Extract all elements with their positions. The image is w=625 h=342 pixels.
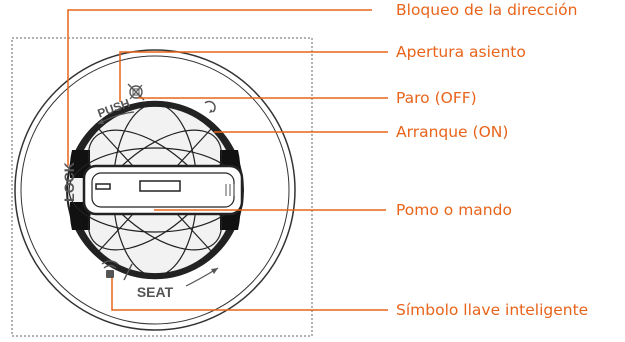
dotted-frame [11,37,313,337]
engine-on-icon [204,100,216,113]
callout-steering-lock: Bloqueo de la dirección [396,1,578,19]
callout-seat-opening: Apertura asiento [396,43,526,61]
leader-smart-key [111,278,388,311]
key-slot-left [95,183,111,190]
knob-grip [82,164,244,216]
smart-key-icon [101,260,133,281]
push-arrow-head [98,119,104,124]
inner-bezel-ring [20,55,290,325]
callout-start-on: Arranque (ON) [396,123,509,141]
lock-marking: LOCK [61,162,77,202]
callout-smart-key: Símbolo llave inteligente [396,301,589,319]
key-slot-center [139,180,181,192]
leader-lines [67,9,388,311]
callout-knob: Pomo o mando [396,201,512,219]
leader-seat-opening [119,51,388,102]
leader-steering-lock [67,9,372,166]
seat-marking: SEAT [137,284,174,300]
seat-arrow-head [211,268,218,274]
callout-stop-off: Paro (OFF) [396,89,477,107]
